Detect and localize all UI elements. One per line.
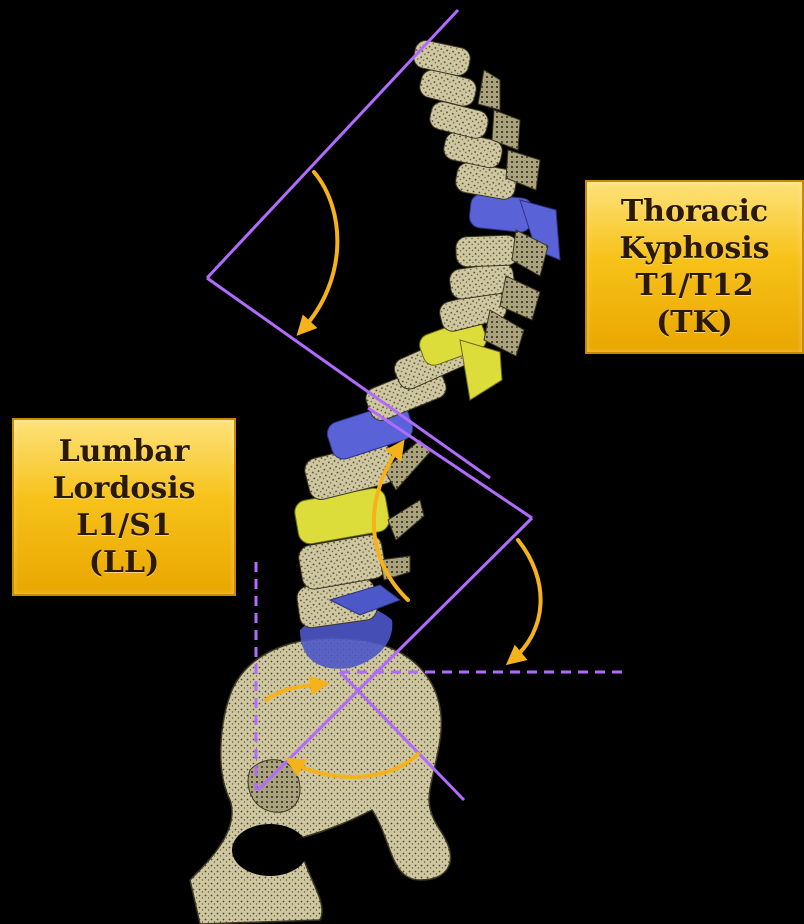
- obturator-foramen: [232, 824, 308, 876]
- tk-angle-arrow: [302, 172, 337, 330]
- thoracic-kyphosis-label: Thoracic Kyphosis T1/T12 (TK): [585, 180, 804, 354]
- tk-label-line2: Kyphosis: [619, 230, 769, 267]
- tk-upper-line: [207, 10, 458, 278]
- ll-label-line1: Lumbar: [59, 433, 190, 470]
- tk-label-line1: Thoracic: [621, 193, 768, 230]
- lumbar-lordosis-label: Lumbar Lordosis L1/S1 (LL): [12, 418, 236, 596]
- sacral-slope-arrow: [512, 540, 541, 660]
- tk-label-line4: (TK): [656, 304, 733, 341]
- tk-label-line3: T1/T12: [635, 267, 753, 304]
- ll-label-line3: L1/S1: [76, 507, 171, 544]
- ll-label-line2: Lordosis: [52, 470, 195, 507]
- pelvis: [190, 606, 450, 924]
- ll-label-line4: (LL): [89, 544, 160, 581]
